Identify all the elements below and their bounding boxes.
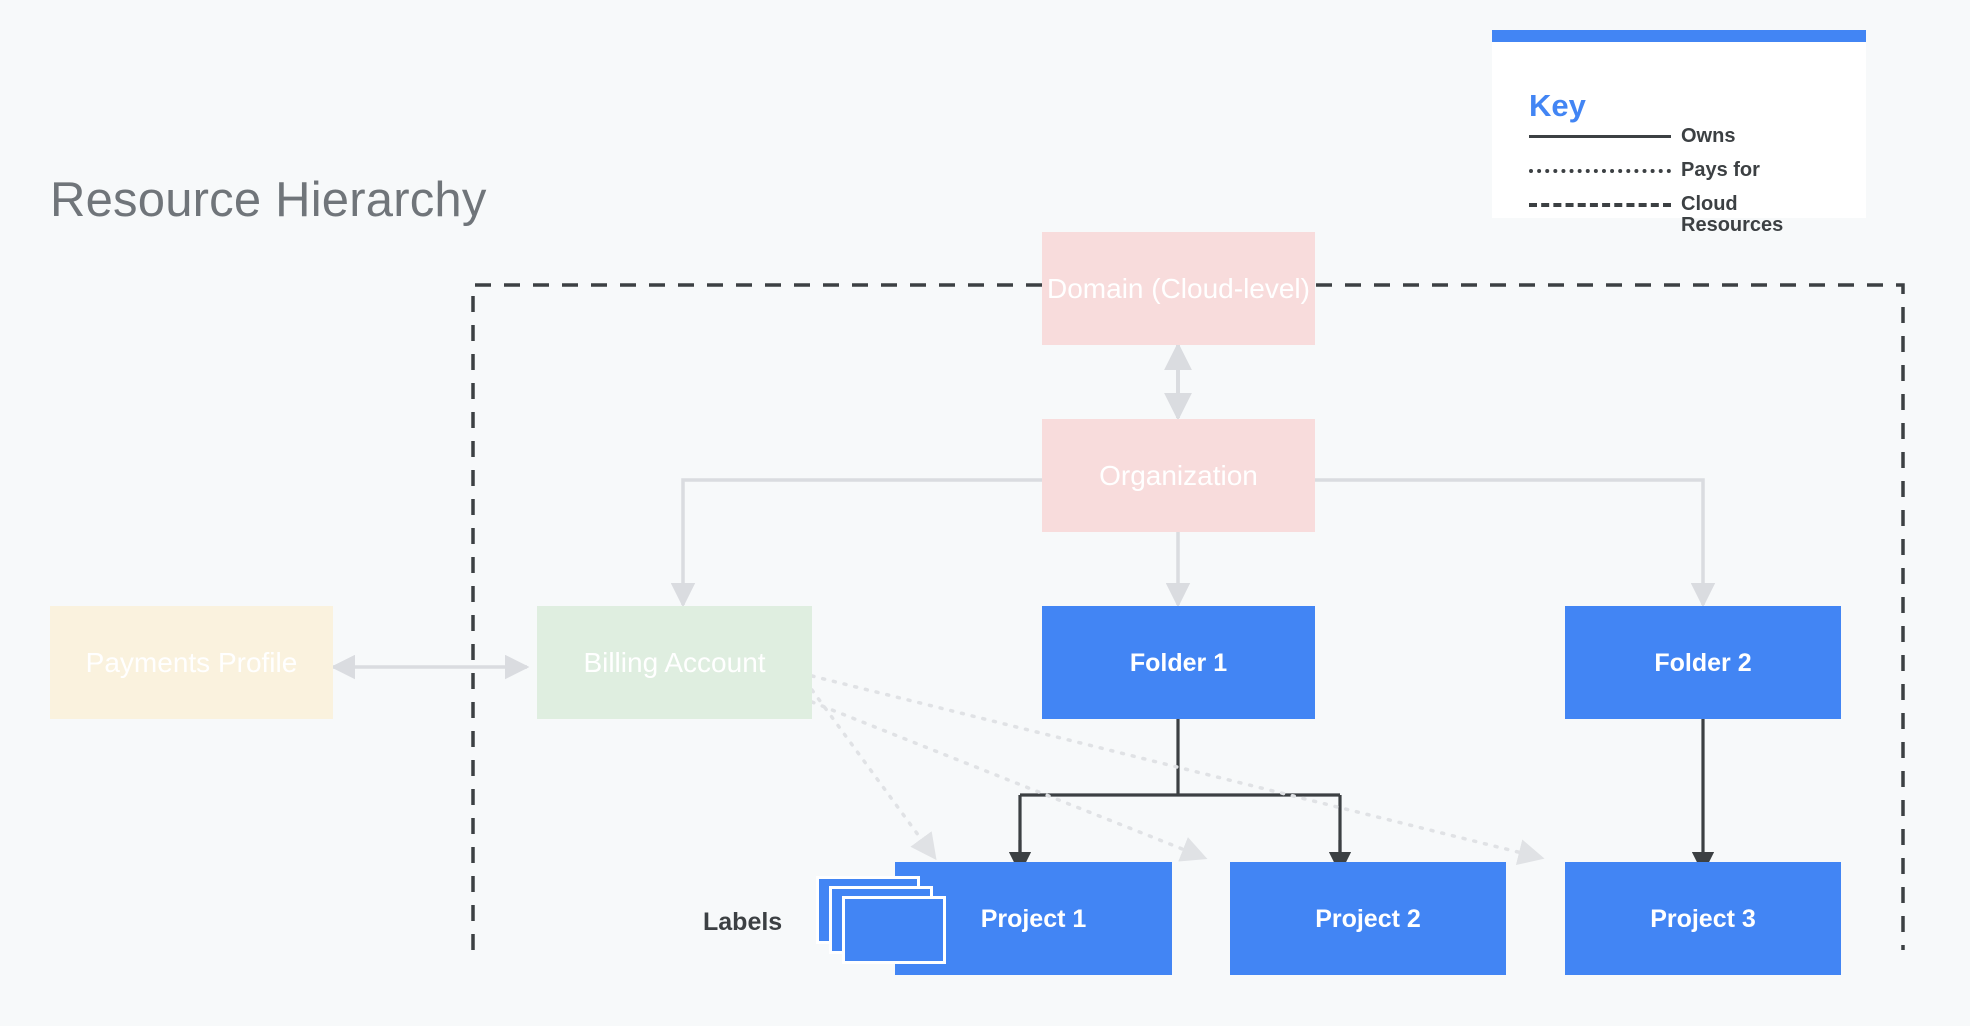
node-project-3-label: Project 3 (1650, 904, 1756, 933)
key-label-pays-for: Pays for (1681, 159, 1760, 181)
key-panel: Key Owns Pays for Cloud Resources (1492, 30, 1866, 236)
labels-card-front (842, 896, 946, 964)
key-row-cloud-resources: Cloud Resources (1529, 194, 1849, 244)
node-project-2-label: Project 2 (1315, 904, 1421, 933)
key-swatch-dotted-icon (1529, 160, 1677, 180)
key-swatch-solid-icon (1529, 126, 1677, 146)
node-payments-profile-label: Payments Profile (85, 646, 298, 678)
node-folder-2-label: Folder 2 (1654, 648, 1752, 677)
node-project-2[interactable]: Project 2 (1230, 862, 1506, 975)
edge-organization-billing-account (670, 478, 1042, 608)
node-folder-2[interactable]: Folder 2 (1565, 606, 1841, 719)
labels-text: Labels (703, 908, 783, 936)
node-folder-1[interactable]: Folder 1 (1042, 606, 1315, 719)
node-billing-account-label: Billing Account (583, 646, 766, 678)
key-row-pays-for: Pays for (1529, 160, 1849, 194)
key-rows: Owns Pays for Cloud Resources (1529, 126, 1849, 244)
edge-folder-1-bus (1018, 718, 1342, 865)
key-title: Key (1529, 88, 1586, 123)
node-domain[interactable]: Domain (Cloud-level) (1042, 232, 1315, 345)
edge-organization-folder-2 (1315, 478, 1716, 608)
node-organization[interactable]: Organization (1042, 419, 1315, 532)
node-billing-account[interactable]: Billing Account (537, 606, 812, 719)
node-folder-1-label: Folder 1 (1129, 648, 1228, 677)
node-payments-profile[interactable]: Payments Profile (50, 606, 333, 719)
key-row-owns: Owns (1529, 126, 1849, 160)
key-accent-bar (1492, 30, 1866, 42)
key-label-owns: Owns (1681, 125, 1736, 147)
key-label-cloud-resources: Cloud Resources (1681, 193, 1784, 236)
page-title: Resource Hierarchy (50, 173, 487, 227)
edge-billing-account-project-2 (810, 700, 1208, 862)
node-organization-label: Organization (1099, 459, 1258, 491)
edge-billing-account-project-1 (810, 688, 937, 861)
key-swatch-dashed-icon (1529, 194, 1677, 214)
node-project-3[interactable]: Project 3 (1565, 862, 1841, 975)
labels-stack-icon[interactable] (816, 876, 946, 964)
node-domain-label: Domain (Cloud-level) (1047, 272, 1310, 304)
